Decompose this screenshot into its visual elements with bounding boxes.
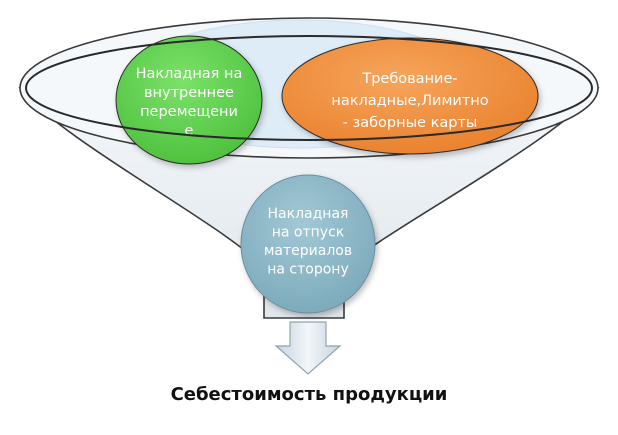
input-label-line: Требование- <box>361 71 457 87</box>
input-label-line: внутреннее <box>144 85 234 101</box>
input-label-line: Накладная на <box>136 66 243 82</box>
input-label-blue: Накладная на отпуск материалов на сторону <box>264 206 352 278</box>
input-label-green: Накладная на внутреннее перемещени е <box>136 66 243 139</box>
input-label-line: - заборные карты <box>343 115 478 131</box>
input-label-line: е <box>185 123 194 139</box>
input-label-line: накладные,Лимитно <box>331 93 488 109</box>
input-node-orange <box>281 37 539 155</box>
funnel-svg: Накладная на внутреннее перемещени е Требов… <box>18 17 600 375</box>
input-node-blue <box>240 174 376 314</box>
input-label-orange: Требование-накладные,Лимитно - заборные к… <box>331 71 488 131</box>
input-label-line: на отпуск <box>272 225 345 241</box>
input-label-line: Накладная <box>268 206 349 222</box>
input-label-line: на сторону <box>267 262 349 278</box>
result-caption: Себестоимость продукции <box>170 384 448 405</box>
input-label-line: материалов <box>264 243 352 259</box>
funnel-rim-inner <box>25 35 593 141</box>
output-arrow <box>274 321 342 375</box>
input-label-line: перемещени <box>140 104 238 120</box>
